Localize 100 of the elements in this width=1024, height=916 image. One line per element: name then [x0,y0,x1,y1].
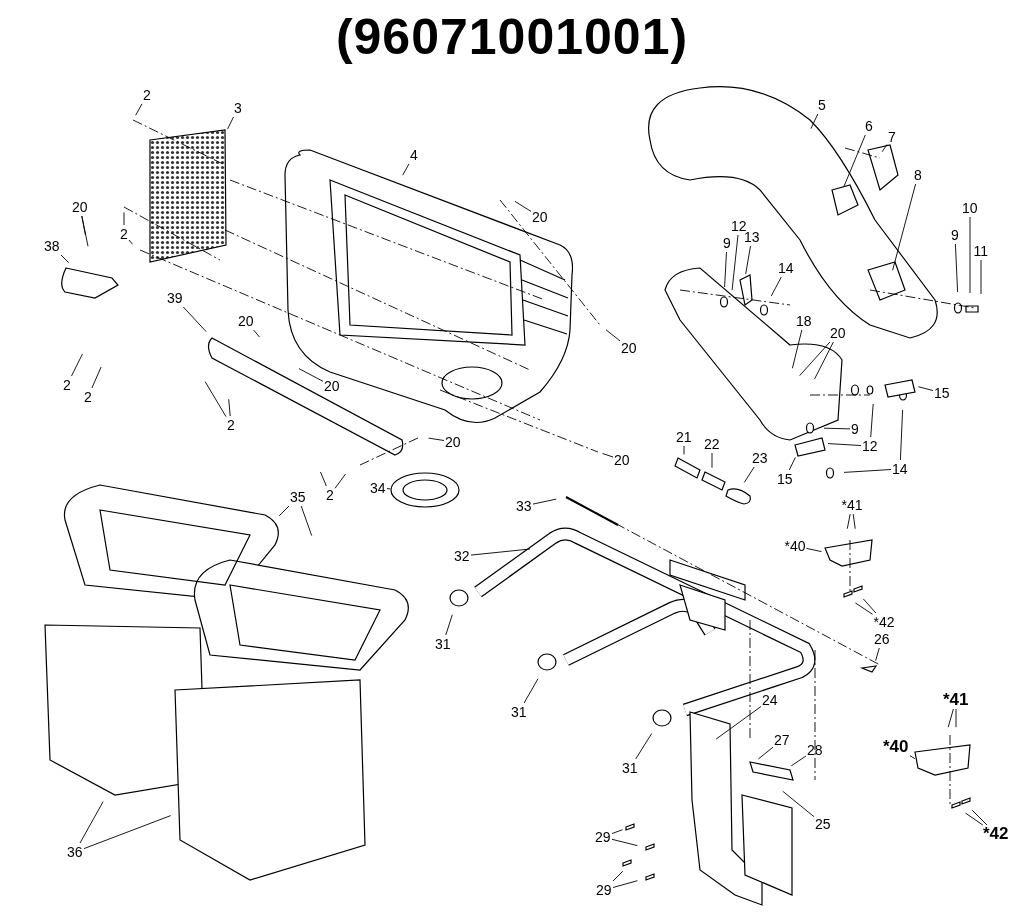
leader-line [300,505,313,537]
leader-line [843,469,892,473]
leader-line [79,801,104,844]
title: (96071001001) [334,8,690,66]
leader-line [60,254,70,264]
leader-line [814,341,834,380]
callout-number: 23 [752,450,768,466]
leader-line [227,116,234,130]
leader-line [182,306,207,333]
callout-number: 27 [774,732,790,748]
leader-line [320,471,327,487]
callout-number: 12 [862,438,878,454]
leader-line [711,452,713,469]
leader-line [875,647,880,662]
callout-number: *41 [841,497,863,513]
leader-line [83,815,172,850]
leader-line [128,239,133,245]
leader-line [745,245,751,275]
leader-line [892,183,917,271]
callout-number: 13 [744,229,760,245]
callout-number: *42 [873,614,895,630]
leader-line [635,733,653,760]
callout-number: 5 [818,97,826,113]
leader-line [228,398,231,417]
callout-number: 35 [290,489,306,505]
leader-line [445,614,453,636]
leader-line [854,602,873,615]
leader-line [470,548,531,556]
leader-line [881,144,888,153]
leader-line [278,505,290,517]
leader-line [204,381,227,418]
callout-number: 20 [614,452,630,468]
leader-line [715,706,762,740]
leader-line [827,443,862,446]
leader-line [71,353,83,377]
leader-line [523,678,539,704]
callout-number: 33 [516,498,532,514]
callout-number: 39 [167,290,183,306]
leader-line [770,276,782,297]
leader-line [799,341,831,377]
leader-line [965,812,984,826]
callout-number: 2 [84,389,92,405]
leader-line [955,708,957,728]
callout-number: 31 [622,760,638,776]
callout-number: 10 [962,200,978,216]
callout-number: *41 [943,692,969,708]
leader-line [917,386,934,392]
callout-number: 21 [676,429,692,445]
callout-number: 15 [934,385,950,401]
callout-number: 20 [324,378,340,394]
leader-line [852,513,856,530]
leader-line [790,755,807,767]
leader-line [605,329,621,342]
callout-number: 29 [595,829,611,845]
callout-number: 8 [914,167,922,183]
leader-line [135,103,143,116]
leader-line [870,403,874,438]
callout-number: 2 [143,87,151,103]
callout-number: 20 [830,325,846,341]
leader-line [899,409,904,461]
callout-number: *40 [883,739,909,755]
leader-line [954,243,959,293]
leader-line [386,488,391,490]
leader-line [806,547,822,553]
leader-line [843,134,866,188]
leader-line [731,234,739,291]
callout-number: 4 [410,147,418,163]
callout-number: 20 [445,434,461,450]
callout-number: 2 [120,226,128,242]
callout-number: 6 [865,118,873,134]
callout-number: 20 [238,313,254,329]
leader-line [980,259,982,295]
leader-line [724,251,727,288]
leader-line [862,598,877,614]
callout-number: 20 [532,209,548,225]
leader-line [91,366,102,389]
callout-number: 24 [762,692,778,708]
leader-line [402,163,410,176]
callout-number: 14 [778,260,794,276]
leader-line [971,809,988,826]
leader-line [602,453,614,458]
leader-line [782,790,815,818]
leader-line [743,466,755,483]
leader-line [612,880,638,888]
callout-number: 9 [851,421,859,437]
callout-number: 11 [973,243,989,259]
leader-line [947,708,954,728]
leader-line [81,215,89,247]
leader-line [846,513,851,530]
callout-number: 3 [234,100,242,116]
callout-number: 25 [815,816,831,832]
callout-number: 20 [621,340,637,356]
callout-number: 2 [326,487,334,503]
leader-line [334,473,346,489]
leader-line [683,445,685,455]
leader-line [611,838,638,847]
leader-line [428,437,445,441]
callout-number: 9 [723,235,731,251]
leader-line [909,755,916,760]
leader-line [253,329,260,338]
